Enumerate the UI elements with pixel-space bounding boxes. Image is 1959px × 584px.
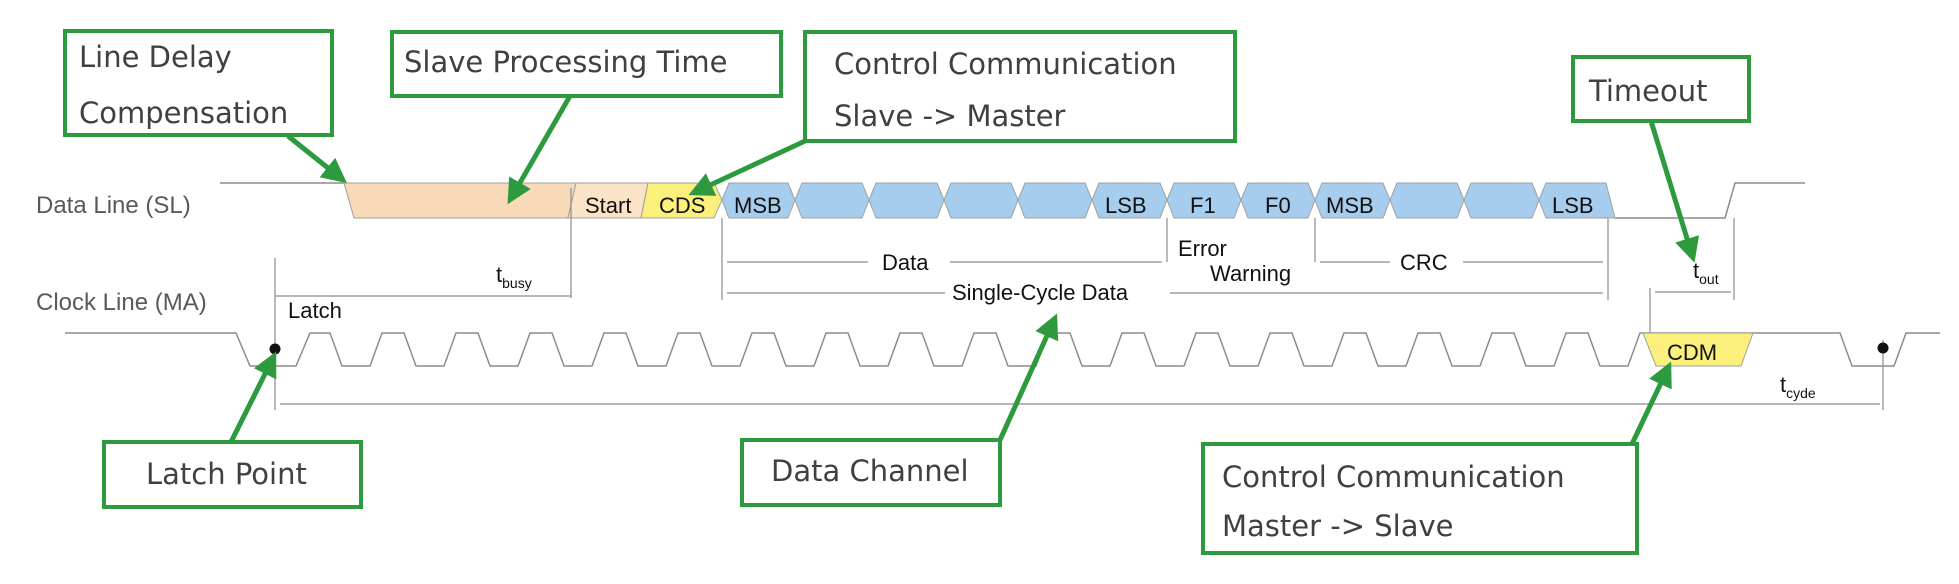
- line-delay-text-2: Compensation: [79, 96, 288, 130]
- clock-line-waveform: [65, 332, 1940, 367]
- slave-processing-region: [343, 182, 577, 219]
- single-cycle-span-label: Single-Cycle Data: [952, 280, 1129, 305]
- line-delay-callout: [63, 29, 334, 137]
- crc-lsb-segment: [1538, 182, 1616, 219]
- data-span-label: Data: [882, 250, 929, 275]
- ccsm-arrow: [688, 138, 807, 196]
- cdm-segment: [1642, 332, 1754, 367]
- data-bit-segment: [868, 182, 945, 219]
- data-line-label: Data Line (SL): [36, 192, 191, 219]
- ccms-text-2: Master -> Slave: [1222, 509, 1453, 543]
- timeout-arrow: [1648, 120, 1700, 263]
- error-span-label: Error: [1178, 236, 1227, 261]
- control-comm-slave-master-callout: [803, 30, 1237, 143]
- cdm-label: CDM: [1667, 340, 1717, 365]
- slave-processing-arrow: [507, 94, 573, 205]
- t-busy-label: tbusy: [496, 262, 532, 291]
- data-bit-segments: [721, 182, 1616, 219]
- latch-point-arrow: [228, 351, 277, 444]
- ccms-text-1: Control Communication: [1222, 460, 1565, 494]
- timeout-text: Timeout: [1588, 74, 1707, 108]
- data-channel-callout: [740, 438, 1002, 507]
- ccms-arrow: [1629, 361, 1672, 446]
- line-delay-text-1: Line Delay: [79, 40, 232, 74]
- t-cycle-label: tcyde: [1780, 372, 1816, 401]
- timeout-callout: [1571, 55, 1751, 123]
- slave-processing-callout: [390, 30, 783, 98]
- t-out-label: tout: [1693, 258, 1719, 287]
- f0-label: F0: [1265, 193, 1291, 218]
- data-bit-segment: [794, 182, 870, 219]
- latch-point-text: Latch Point: [146, 457, 307, 491]
- crc-msb-label: MSB: [1326, 193, 1374, 218]
- latch-label: Latch: [288, 298, 342, 323]
- span-guides: [274, 188, 1884, 410]
- crc-bit-segment: [1463, 182, 1540, 219]
- cds-label: CDS: [659, 193, 705, 218]
- data-msb-label: MSB: [734, 193, 782, 218]
- crc-lsb-label: LSB: [1552, 193, 1594, 218]
- clock-line-label: Clock Line (MA): [36, 289, 207, 316]
- ccsm-text-1: Control Communication: [834, 47, 1177, 81]
- data-channel-arrow: [997, 313, 1059, 442]
- control-comm-master-slave-callout: [1201, 442, 1639, 555]
- ccsm-text-2: Slave -> Master: [834, 99, 1066, 133]
- slave-processing-text: Slave Processing Time: [404, 45, 728, 79]
- start-label: Start: [585, 193, 631, 218]
- warning-span-label: Warning: [1210, 261, 1291, 286]
- data-channel-text: Data Channel: [771, 454, 969, 488]
- latch-point-callout: [102, 440, 363, 509]
- data-lsb-label: LSB: [1105, 193, 1147, 218]
- crc-bit-segment: [1389, 182, 1465, 219]
- data-bit-segment: [1017, 182, 1093, 219]
- data-bit-segment: [943, 182, 1019, 219]
- f1-label: F1: [1190, 193, 1216, 218]
- cycle-end-dot: [1877, 342, 1889, 354]
- line-delay-arrow: [286, 134, 347, 184]
- crc-span-label: CRC: [1400, 250, 1448, 275]
- latch-point-dot: [269, 343, 281, 355]
